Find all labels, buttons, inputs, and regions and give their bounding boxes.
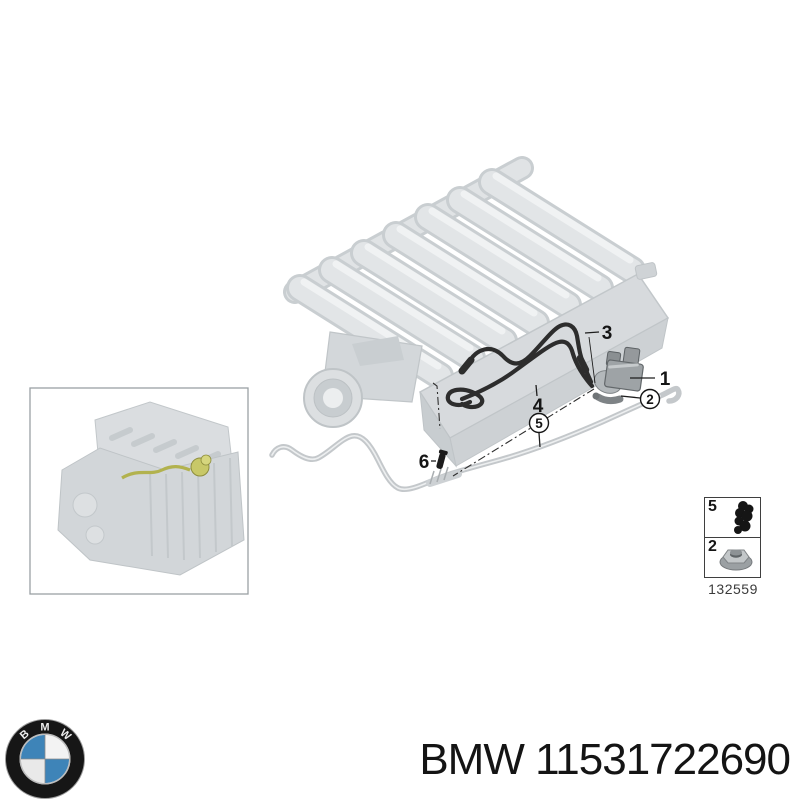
intake-manifold-illustration <box>283 156 670 468</box>
bmw-logo: B M W <box>5 719 85 799</box>
callout-leader-lines <box>431 331 655 462</box>
svg-text:M: M <box>40 722 49 734</box>
svg-text:2: 2 <box>646 392 654 407</box>
highlighted-part-yellow <box>121 454 212 480</box>
vacuum-hose-3 <box>458 322 594 385</box>
callout-4: 4 <box>533 396 544 417</box>
diagram-id-label: 132559 <box>708 581 758 597</box>
throttle-body-illustration <box>303 331 423 428</box>
callout-6: 6 <box>419 452 430 473</box>
vacuum-hose-4 <box>445 339 595 410</box>
retaining-clip-icon <box>734 501 754 534</box>
callout-2: 2 <box>639 388 661 410</box>
engine-thumbnail <box>57 401 245 576</box>
manifold-runners <box>286 168 646 390</box>
callout-5: 5 <box>528 412 550 434</box>
engine-location-inset <box>29 387 249 595</box>
callout-3: 3 <box>602 323 613 344</box>
parts-box-ref-5: 5 <box>708 498 717 515</box>
callout-1: 1 <box>660 369 671 390</box>
parts-box-row-5: 5 <box>705 498 760 538</box>
bolt-icon <box>436 449 448 469</box>
svg-text:5: 5 <box>535 416 543 431</box>
roundel-quadrants <box>19 733 71 785</box>
part-number-title: BMW 11531722690 <box>419 735 791 784</box>
locator-dash-lines <box>432 382 595 477</box>
flange-nut-icon <box>719 549 753 570</box>
valve-illustration <box>592 346 644 405</box>
parts-detail-box: 5 2 <box>704 497 761 578</box>
parts-diagram-image: 1 2 3 4 5 6 <box>29 156 682 595</box>
parts-box-row-2: 2 <box>705 538 760 578</box>
parts-box-ref-2: 2 <box>708 537 717 555</box>
